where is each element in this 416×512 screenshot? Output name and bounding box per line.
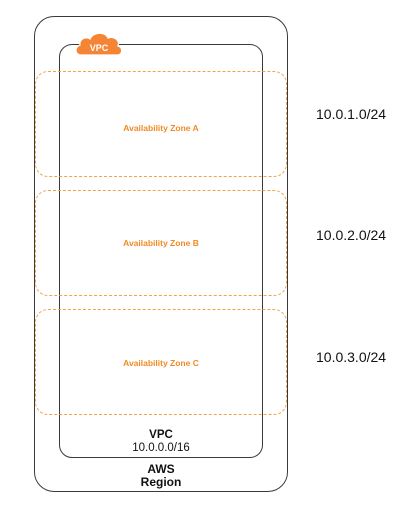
- vpc-name: VPC: [149, 429, 173, 441]
- aws-region-container: [34, 16, 288, 492]
- subnet-cidr-b: 10.0.2.0/24: [316, 227, 387, 243]
- subnet-cidr-a: 10.0.1.0/24: [316, 106, 387, 122]
- availability-zone-c: [35, 309, 287, 415]
- vpc-container: [59, 44, 263, 458]
- availability-zone-a-label: Availability Zone A: [123, 123, 199, 133]
- subnet-cidr-c: 10.0.3.0/24: [316, 349, 387, 365]
- aws-region-label: AWS Region: [140, 462, 182, 489]
- availability-zone-c-label: Availability Zone C: [123, 358, 199, 368]
- availability-zone-b-label: Availability Zone B: [123, 238, 199, 248]
- vpc-badge-label: VPC: [90, 43, 109, 53]
- vpc-label: VPC 10.0.0.0/16: [59, 429, 263, 455]
- vpc-cidr: 10.0.0.0/16: [132, 442, 190, 454]
- availability-zone-a: [35, 71, 287, 177]
- cloud-icon: VPC: [74, 30, 124, 58]
- availability-zone-b: [35, 190, 287, 296]
